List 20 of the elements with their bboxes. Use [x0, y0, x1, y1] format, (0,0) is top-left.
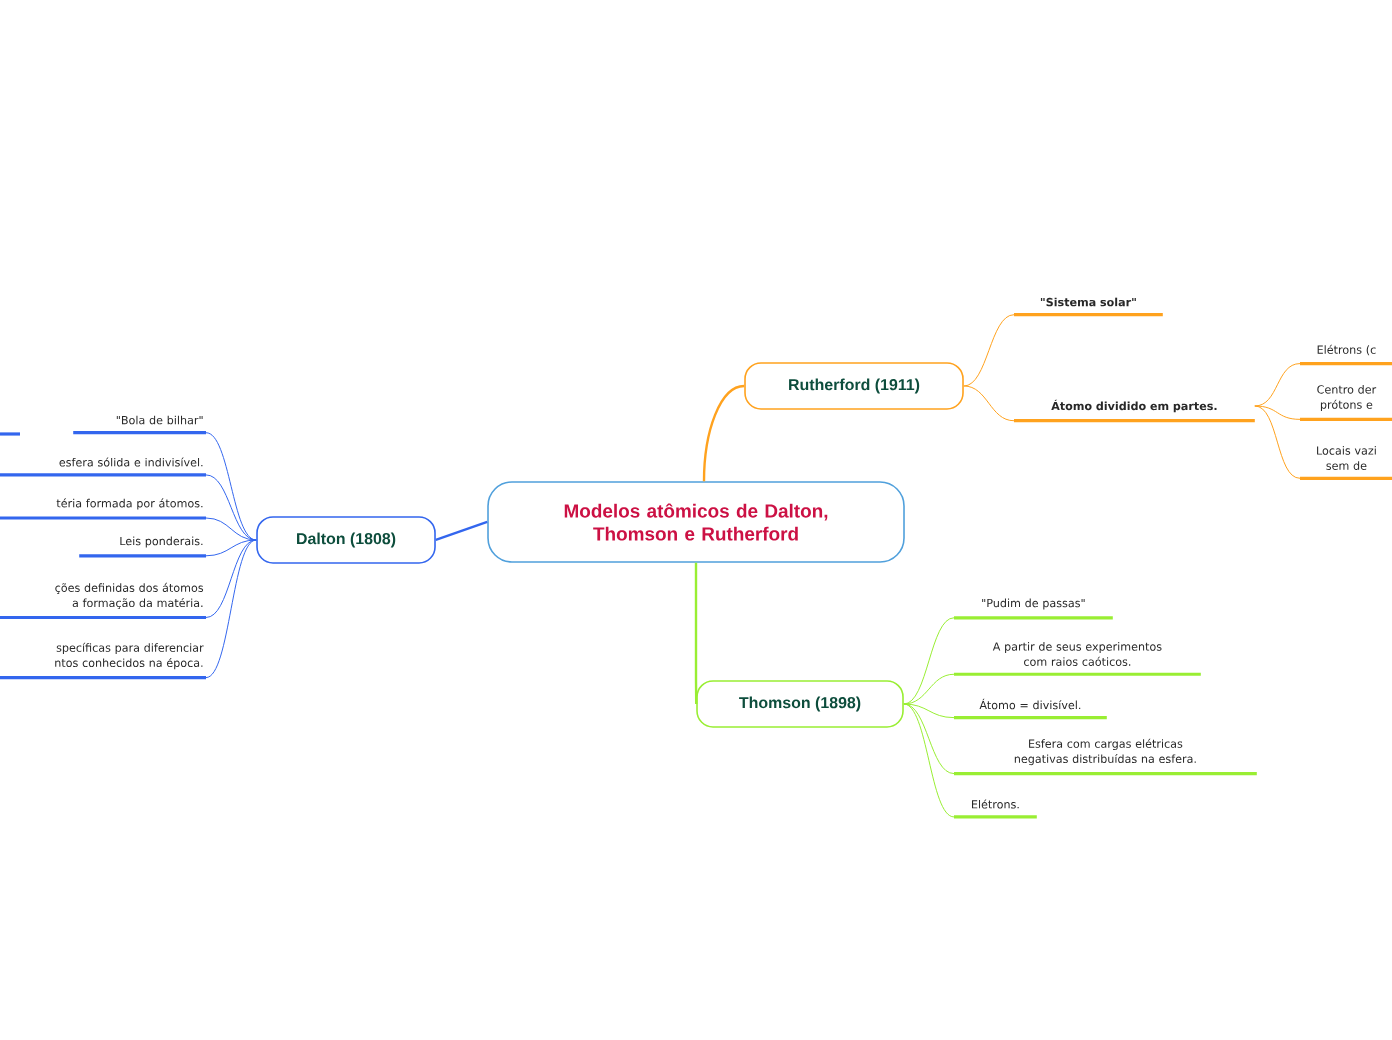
connector — [205, 539, 257, 618]
connector — [903, 703, 955, 775]
connector — [903, 703, 955, 719]
connector — [205, 432, 257, 541]
connector — [205, 539, 257, 679]
connector — [205, 474, 257, 541]
connector — [702, 384, 745, 482]
connector — [435, 520, 488, 542]
connector — [1254, 405, 1301, 479]
connector — [205, 517, 257, 541]
connector — [903, 617, 955, 705]
connector — [1254, 363, 1301, 407]
connector — [903, 703, 955, 818]
connector — [1254, 405, 1301, 420]
connector — [205, 539, 257, 557]
connector — [694, 562, 698, 704]
central-topic-box: Modelos atômicos de Dalton, Thomson e Rutherford — [487, 481, 905, 563]
connector — [963, 314, 1015, 387]
connector — [963, 385, 1015, 422]
connector — [903, 673, 955, 705]
